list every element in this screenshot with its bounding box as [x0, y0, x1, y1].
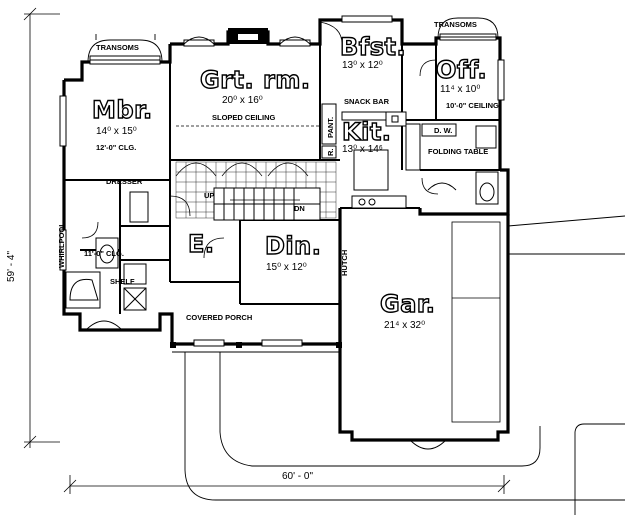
note-master-ceiling: 12'-0" CLG. — [96, 143, 136, 152]
label-bath-ceiling: 11'-0" CLG. — [84, 249, 124, 258]
kitchen-counters — [321, 103, 421, 209]
room-size-kitchen: 13⁰ x 14⁶ — [342, 144, 383, 155]
windows — [59, 15, 505, 347]
driveway-lines — [184, 215, 625, 515]
room-size-master: 14⁰ x 15⁰ — [96, 126, 137, 137]
bay-arcs — [85, 17, 499, 450]
label-pantry: PANT. — [326, 117, 335, 138]
room-name-master: Mbr. — [92, 96, 153, 124]
label-hutch: HUTCH — [340, 250, 349, 276]
label-up: UP — [204, 191, 214, 200]
room-name-garage: Gar. — [380, 290, 435, 318]
dimension-width: 60' - 0" — [282, 471, 313, 482]
laundry — [421, 123, 499, 205]
sloped-ceiling-arcs — [175, 125, 320, 177]
label-folding-table-1: FOLDING TABLE — [428, 147, 488, 156]
label-whirlpool: WHIRLPOOL — [57, 222, 66, 268]
room-size-dining: 15⁰ x 12⁰ — [266, 262, 307, 273]
room-size-great-room: 20⁰ x 16⁰ — [222, 95, 263, 106]
porch-columns — [170, 342, 342, 348]
fireplace — [228, 28, 268, 44]
room-name-kitchen: Kit. — [342, 118, 391, 146]
room-name-dining: Din. — [265, 232, 321, 260]
note-sloped-ceiling: SLOPED CEILING — [212, 113, 276, 122]
label-r: R. — [326, 149, 335, 157]
garage-slab — [451, 221, 501, 423]
dimension-lines — [23, 7, 511, 494]
dimension-depth: 59' - 4" — [6, 251, 17, 282]
label-dw: D. W. — [434, 126, 452, 135]
room-size-breakfast: 13⁰ x 12⁰ — [342, 60, 383, 71]
room-name-great-room: Grt. rm. — [200, 66, 310, 94]
room-name-entry: E. — [188, 230, 215, 258]
room-size-garage: 21⁴ x 32⁰ — [384, 320, 425, 331]
room-size-office: 11⁴ x 10⁰ — [440, 84, 480, 95]
label-dn: DN — [294, 204, 305, 213]
label-transoms-left: TRANSOMS — [96, 43, 139, 52]
label-dresser: DRESSER — [106, 177, 143, 186]
room-name-office: Off. — [436, 56, 487, 84]
label-shelf: SHELF — [110, 277, 135, 286]
label-transoms-right: TRANSOMS — [434, 20, 477, 29]
door-swings — [81, 21, 439, 259]
label-covered-porch: COVERED PORCH — [186, 313, 252, 322]
room-name-breakfast: Bfst. — [340, 33, 406, 61]
note-office-ceiling: 10'-0" CEILING — [446, 101, 499, 110]
stairs — [213, 187, 321, 221]
bath-fixtures — [65, 191, 149, 311]
label-snack-bar: SNACK BAR — [344, 97, 390, 106]
interior-walls — [64, 44, 500, 314]
